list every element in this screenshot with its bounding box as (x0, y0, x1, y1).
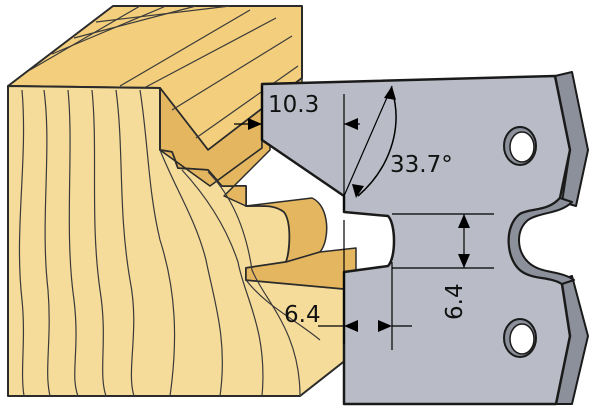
dimension-step-height: 6.4 (442, 283, 468, 320)
wood-workpiece (7, 5, 357, 397)
knife-blade (260, 71, 589, 406)
dimension-step-depth: 6.4 (284, 302, 321, 328)
dimension-angle: 33.7° (390, 152, 453, 178)
knife-lower-hole (503, 318, 537, 358)
knife-notch-shade (507, 197, 575, 285)
dimension-arrowheads (248, 86, 470, 332)
angle-arc (357, 89, 397, 197)
knife-upper-hole (503, 126, 537, 166)
wood-grain (18, 89, 321, 397)
wood-top-grain (29, 5, 299, 139)
wood-bead-shade (245, 197, 328, 263)
dimension-top-width: 10.3 (268, 92, 319, 118)
